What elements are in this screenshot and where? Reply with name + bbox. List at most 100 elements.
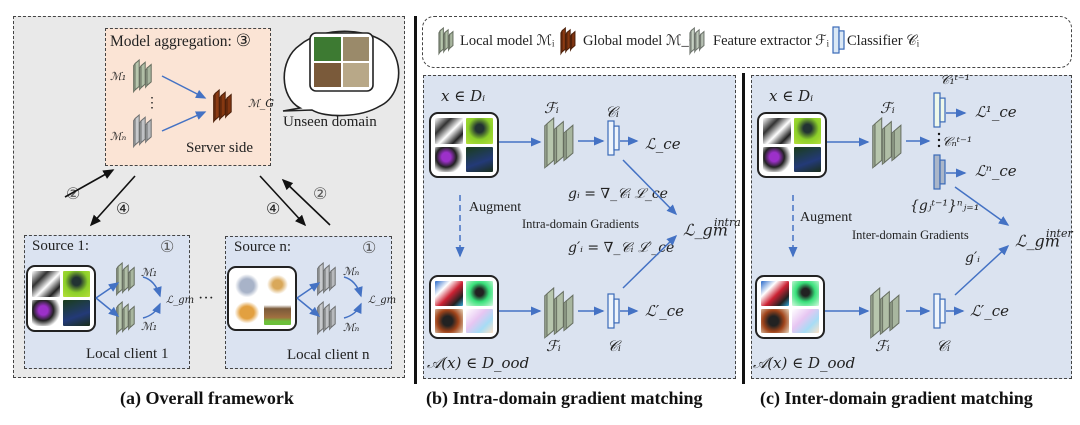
panel-b-loss-top: ℒ_ce <box>645 135 681 153</box>
client-1-model-top-label: ℳ₁ <box>141 266 158 279</box>
client-1-model-top-icon <box>116 261 135 297</box>
client-n-label: Local client n <box>287 347 370 363</box>
panel-b-classifier-bottom-icon <box>607 293 620 329</box>
panel-c-loss-bottom: ℒ′_ce <box>970 302 1009 320</box>
panel-b-match-loss: ℒ_gmintra <box>683 216 755 240</box>
panel-b-aug-label: 𝒜(x) ∈ D_ood <box>427 354 530 372</box>
client-n-model-bottom-icon <box>317 300 336 336</box>
panel-c-match-loss-sup: inter <box>1045 227 1073 240</box>
client-1-step-badge: ① <box>160 239 175 256</box>
panel-b-loss-bottom: ℒ′_ce <box>645 302 684 320</box>
download-arrow-right <box>259 175 307 227</box>
panel-c-gradients-label: Inter-domain Gradients <box>852 228 969 242</box>
legend-local-model: Local model ℳᵢ <box>460 33 555 49</box>
panel-b-classifier-bottom-label: 𝒞ᵢ <box>607 337 621 355</box>
panel-c-classifier-n-icon <box>933 154 946 190</box>
client-n-step-badge: ① <box>362 240 377 257</box>
separator-b-c <box>742 73 745 384</box>
panel-c-grad-set: {gⱼᵗ⁻¹}ⁿⱼ₌₁ <box>910 198 980 214</box>
client-n-model-top-icon <box>317 261 336 297</box>
panel-b-feature-top-label: ℱᵢ <box>544 99 559 117</box>
client-1-loss-label: ℒ_gm <box>166 295 195 306</box>
panel-c-feature-bottom-label: ℱᵢ <box>875 337 890 355</box>
panel-b-source-images <box>429 112 499 178</box>
server-aggregate-arrow-1 <box>161 75 207 99</box>
client-n-arrows <box>296 276 363 319</box>
client-1-arrows <box>95 276 162 319</box>
client-n-source-images <box>227 266 297 331</box>
clients-ellipsis: ··· <box>198 290 214 307</box>
panel-c-arrows <box>788 108 1010 316</box>
legend-global-model-icon <box>560 26 576 56</box>
panel-c-caption: (c) Inter-domain gradient matching <box>760 388 1033 408</box>
step-2-right: ② <box>313 186 328 203</box>
client-1-title: Source 1: <box>32 238 90 254</box>
panel-b-grad-top: gᵢ = ∇_𝒞ᵢ ℒ_ce <box>568 186 668 202</box>
server-title: Model aggregation: ③ <box>110 31 251 51</box>
client-n-model-bottom-label: ℳₙ <box>343 321 360 334</box>
legend-box <box>422 16 1072 68</box>
legend-feature-extractor-icon <box>689 26 705 56</box>
panel-b-input-label: x ∈ Dᵢ <box>441 87 486 105</box>
panel-c-match-loss: ℒ_gminter <box>1015 227 1080 251</box>
panel-c-input-label: x ∈ Dᵢ <box>769 87 814 105</box>
panel-b-classifier-top-label: 𝒞ᵢ <box>605 103 619 121</box>
upload-arrow-left <box>64 169 115 198</box>
panel-c-classifier-bottom-icon <box>933 293 946 329</box>
panel-c-grad-bottom: g′ᵢ <box>965 250 980 266</box>
panel-b-match-loss-base: ℒ_gm <box>683 220 728 240</box>
panel-b-classifier-top-icon <box>607 120 620 156</box>
global-model-label: ℳ_G <box>248 97 275 110</box>
panel-c-feature-top-label: ℱᵢ <box>880 99 895 117</box>
panel-c-classifier-1-label: 𝒞₁ᵗ⁻¹ <box>940 73 970 88</box>
unseen-domain-label: Unseen domain <box>283 114 377 130</box>
download-arrow-left <box>89 175 136 227</box>
client-n-loss-label: ℒ_gm <box>368 295 397 306</box>
panel-b-augmented-images <box>429 275 499 339</box>
server-local-model-1-label: ℳ₁ <box>110 70 127 83</box>
panel-c-source-images <box>757 112 827 178</box>
legend-global-model: Global model ℳ_G <box>583 33 700 49</box>
legend-classifier: Classifier 𝒞ᵢ <box>847 33 920 49</box>
upload-arrow-right <box>281 178 331 226</box>
step-3-badge: ③ <box>235 31 251 50</box>
panel-b-caption: (b) Intra-domain gradient matching <box>426 388 703 408</box>
panel-a-caption: (a) Overall framework <box>120 388 294 408</box>
legend-feature-extractor: Feature extractor ℱᵢ <box>713 33 830 49</box>
step-4-right: ④ <box>266 201 281 218</box>
client-1-model-bottom-label: ℳ₁ <box>141 320 158 333</box>
server-box <box>105 28 271 166</box>
panel-b-feature-bottom-label: ℱᵢ <box>546 337 561 355</box>
server-local-model-n-icon <box>133 113 152 149</box>
separator-a-b <box>414 16 417 384</box>
server-local-model-1-icon <box>133 58 152 94</box>
panel-c-feature-bottom-icon <box>870 286 900 339</box>
panel-c-aug-label: 𝒜(x) ∈ D_ood <box>753 354 856 372</box>
panel-c-augment-label: Augment <box>800 210 853 225</box>
global-model-icon <box>213 88 232 124</box>
panel-b-gradients-label: Intra-domain Gradients <box>522 217 639 231</box>
legend-classifier-icon <box>832 26 845 54</box>
panel-b-grad-bottom: g′ᵢ = ∇_𝒞ᵢ ℒ′_ce <box>568 240 675 256</box>
server-aggregate-arrow-n <box>161 111 207 132</box>
panel-c-classifier-1-icon <box>933 92 946 128</box>
panel-c-augmented-images <box>755 275 825 339</box>
server-side-label: Server side <box>186 140 254 156</box>
client-n-title: Source n: <box>234 239 292 255</box>
panel-b-arrows <box>455 136 678 316</box>
panel-b-feature-top-icon <box>544 116 574 169</box>
legend-local-model-icon <box>438 26 454 56</box>
panel-c-loss-n: ℒⁿ_ce <box>975 162 1017 180</box>
client-1-source-images <box>26 265 96 332</box>
panel-c-classifier-bottom-label: 𝒞ᵢ <box>936 337 950 355</box>
client-n-model-top-label: ℳₙ <box>343 265 360 278</box>
panel-c-match-loss-base: ℒ_gm <box>1015 231 1060 251</box>
step-4-left: ④ <box>116 201 131 218</box>
panel-b-match-loss-sup: intra <box>713 216 741 229</box>
server-local-model-n-label: ℳₙ <box>110 130 127 143</box>
panel-b-augment-label: Augment <box>469 200 522 215</box>
speech-bubble <box>282 30 400 117</box>
panel-c-feature-top-icon <box>872 116 902 169</box>
panel-b-feature-bottom-icon <box>544 286 574 339</box>
